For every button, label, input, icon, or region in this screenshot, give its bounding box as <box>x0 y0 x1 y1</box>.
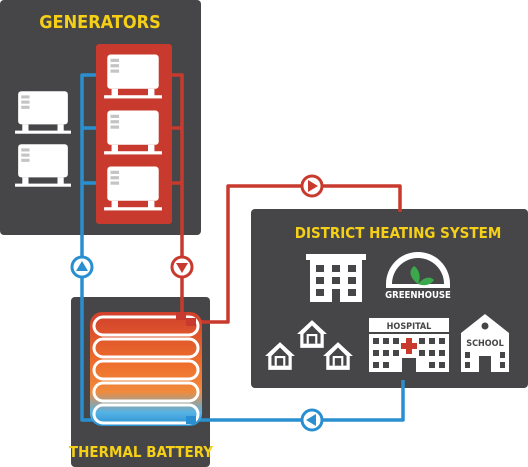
flow-arrow-up-icon <box>70 255 94 279</box>
flow-arrow-down-icon <box>170 255 194 279</box>
flow-arrow-left-icon <box>300 408 324 432</box>
school-label: SCHOOL <box>466 339 503 349</box>
apartment-building-icon <box>306 254 366 302</box>
thermal-battery-tank <box>90 312 202 426</box>
generators-title: GENERATORS <box>39 12 161 33</box>
greenhouse-icon: GREENHOUSE <box>380 252 456 301</box>
generator-icon <box>104 54 162 211</box>
hospital-label: HOSPITAL <box>387 322 432 332</box>
flow-arrow-right-icon <box>300 174 324 198</box>
district-heating-title: DISTRICT HEATING SYSTEM <box>295 224 502 242</box>
thermal-battery-title: THERMAL BATTERY <box>69 443 213 461</box>
school-icon: SCHOOL <box>461 314 509 372</box>
greenhouse-label: GREENHOUSE <box>385 290 451 301</box>
hospital-icon: HOSPITAL <box>369 318 449 372</box>
